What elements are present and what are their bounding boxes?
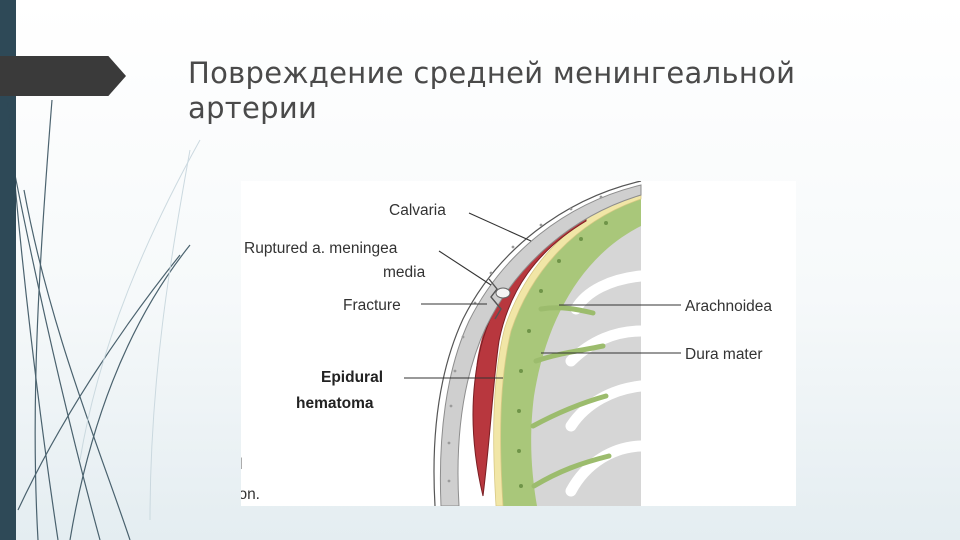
left-accent-band [0,0,16,540]
fracture-line [488,278,502,320]
dura-mater-layer [493,192,642,506]
label-ruptured-artery-line-2: media [383,264,426,281]
label-epidural-line-2: hematoma [296,395,374,412]
label-fracture: Fracture [343,297,401,314]
label-dura-mater: Dura mater [685,346,763,363]
leader-lines [404,212,681,379]
slide-title-line-1: Повреждение средней менингеальной [188,56,796,90]
title-arrow-marker [0,56,126,96]
slide-title: Повреждение средней менингеальной артери… [188,56,888,126]
epidural-hematoma-diagram: Calvaria Ruptured a. meningea media Frac… [241,181,772,506]
calvaria-bone [439,184,642,506]
brain-tissue [523,221,641,506]
slide-title-line-2: артерии [188,91,318,125]
label-arachnoidea: Arachnoidea [685,298,772,315]
anatomy-figure: Calvaria Ruptured a. meningea media Frac… [241,181,796,506]
cut-off-text-top: l [241,456,242,473]
label-epidural-line-1: Epidural [321,369,383,386]
label-ruptured-artery-line-1: Ruptured a. meningea [244,240,398,257]
ruptured-artery [495,287,511,299]
label-calvaria: Calvaria [389,202,446,219]
arachnoid-folds [530,305,612,489]
calvaria-outer-line [433,181,642,506]
cut-off-text-bottom: ion. [241,486,260,503]
arachnoid-texture [517,221,608,488]
arachnoid-layer [500,199,641,506]
